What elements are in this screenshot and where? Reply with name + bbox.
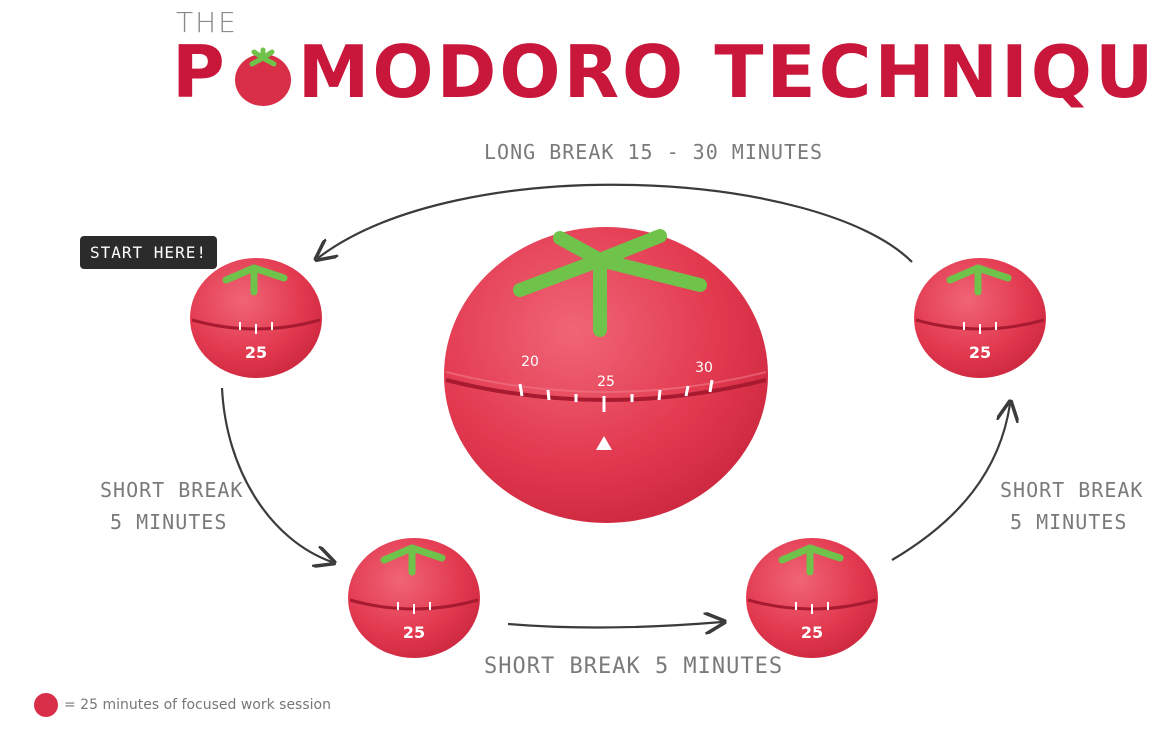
big-timer-number-30: 30 xyxy=(695,360,713,376)
long-break-label: LONG BREAK 15 - 30 MINUTES xyxy=(484,140,823,164)
short-break-right-line1: SHORT BREAK xyxy=(1000,478,1143,502)
legend-text: = 25 minutes of focused work session xyxy=(64,697,331,713)
big-timer-number-25: 25 xyxy=(597,374,615,390)
short-break-right-arrow xyxy=(892,404,1010,560)
small-timer-number-bottom-right: 25 xyxy=(801,623,823,642)
small-timer-number-bottom-left: 25 xyxy=(403,623,425,642)
short-break-left-arrow xyxy=(222,388,332,562)
small-timer-number-top-right: 25 xyxy=(969,343,991,362)
short-break-bottom-label: SHORT BREAK 5 MINUTES xyxy=(484,654,783,679)
short-break-right-line2: 5 MINUTES xyxy=(1010,510,1127,534)
start-here-badge: START HERE! xyxy=(80,236,217,269)
short-break-left-line1: SHORT BREAK xyxy=(100,478,243,502)
small-timer-number-top-left: 25 xyxy=(245,343,267,362)
legend: = 25 minutes of focused work session xyxy=(34,693,331,717)
short-break-left-line2: 5 MINUTES xyxy=(110,510,227,534)
big-timer-number-20: 20 xyxy=(521,354,539,370)
tomato-legend-icon xyxy=(34,693,58,717)
short-break-bottom-arrow xyxy=(508,622,722,628)
